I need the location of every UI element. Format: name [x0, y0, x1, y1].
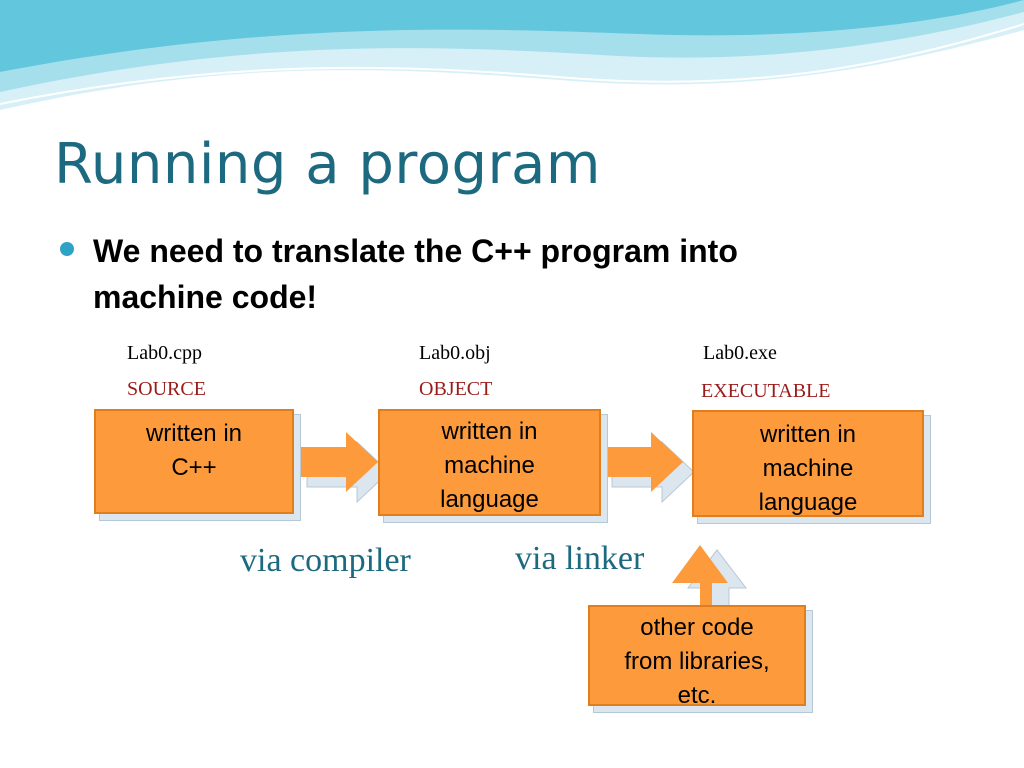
- linker-step-label: via linker: [515, 540, 645, 577]
- executable-box: written in machine language: [692, 410, 924, 517]
- source-box: written in C++: [94, 409, 294, 514]
- object-file-name: Lab0.obj: [419, 342, 491, 364]
- header-wave-decoration: [0, 0, 1024, 110]
- executable-kind-label: EXECUTABLE: [701, 380, 831, 402]
- source-file-name: Lab0.cpp: [127, 342, 202, 364]
- header-wave-line: [0, 23, 1024, 105]
- linker-arrow-icon: [601, 432, 695, 504]
- library-arrow-icon: [672, 545, 748, 612]
- bullet-dot-icon: [60, 242, 74, 256]
- source-kind-label: SOURCE: [127, 378, 206, 400]
- object-box: written in machine language: [378, 409, 601, 516]
- executable-file-name: Lab0.exe: [703, 342, 777, 364]
- source-box-text: written in C++: [145, 420, 243, 481]
- bullet-text: We need to translate the C++ program int…: [93, 233, 738, 315]
- object-box-text: written in machine language: [440, 418, 539, 513]
- executable-box-text: written in machine language: [758, 421, 858, 516]
- object-kind-label: OBJECT: [419, 378, 493, 400]
- compiler-arrow-icon: [296, 432, 390, 504]
- page-title: Running a program: [54, 132, 601, 197]
- library-box-text: other code from libraries, etc.: [624, 614, 770, 709]
- header-wave-front: [0, 0, 1024, 72]
- compiler-step-label: via compiler: [240, 542, 411, 579]
- library-box: other code from libraries, etc.: [588, 605, 806, 709]
